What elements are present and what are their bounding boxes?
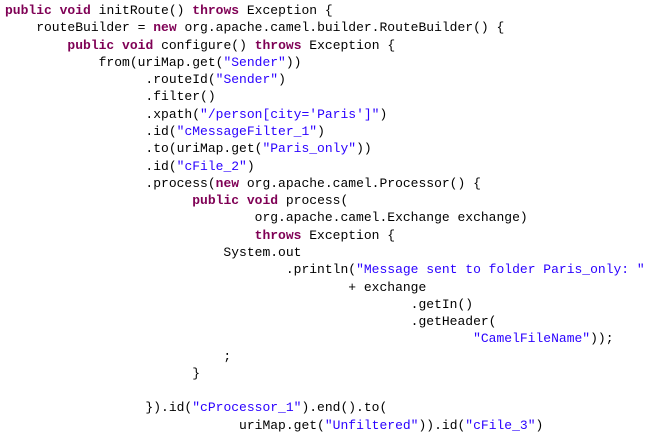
code-line: public void configure() throws Exception… [5, 37, 665, 54]
token-plain [52, 3, 60, 18]
token-string: "cFile_2" [176, 158, 247, 174]
code-line: throws Exception { [5, 227, 665, 244]
code-line: .to(uriMap.get("Paris_only")) [5, 140, 665, 157]
token-plain: Exception { [239, 3, 333, 18]
token-plain: initRoute() [90, 3, 193, 18]
code-line [5, 382, 665, 399]
token-plain: routeBuilder = [5, 20, 154, 36]
token-plain: .id( [5, 123, 177, 139]
code-line: System.out [5, 244, 665, 261]
token-string: "cFile_3" [465, 417, 536, 433]
code-line: } [5, 365, 665, 382]
token-plain: process( [278, 193, 349, 209]
token-plain: ) [317, 123, 325, 139]
token-plain: configure() [153, 37, 255, 53]
token-keyword: throws [192, 3, 240, 18]
token-string: "/person[city='Paris']" [200, 106, 380, 122]
code-line: + exchange [5, 279, 665, 296]
token-plain: org.apache.camel.Processor() { [239, 175, 481, 191]
code-line: .getHeader( [5, 313, 665, 330]
code-line: .id("cFile_2") [5, 158, 665, 175]
token-keyword: new [215, 175, 240, 191]
token-string: "cProcessor_1" [192, 400, 302, 416]
token-plain: Exception { [301, 37, 396, 53]
token-string: "Sender" [223, 54, 286, 70]
token-plain: .id( [5, 158, 177, 174]
token-keyword: throws [254, 37, 302, 53]
token-keyword: public [67, 37, 115, 53]
code-line: "CamelFileName")); [5, 330, 665, 347]
token-string: "cMessageFilter_1" [176, 123, 318, 139]
token-keyword: throws [254, 227, 302, 243]
token-string: "Sender" [215, 72, 279, 88]
token-plain: ) [278, 72, 286, 88]
token-keyword: public [5, 3, 52, 18]
token-plain: )) [285, 54, 302, 70]
token-plain [5, 331, 473, 346]
code-line: public void initRoute() throws Exception… [5, 2, 665, 19]
token-string: "Message sent to folder Paris_only: " [356, 262, 645, 278]
code-line: }).id("cProcessor_1").end().to( [5, 399, 665, 416]
code-line: org.apache.camel.Exchange exchange) [5, 209, 665, 226]
token-plain: )) [356, 141, 372, 157]
token-plain: .getIn() [5, 296, 474, 312]
code-line: routeBuilder = new org.apache.camel.buil… [5, 19, 665, 36]
token-plain: Exception { [301, 227, 396, 243]
token-keyword: new [153, 20, 177, 36]
token-plain [5, 228, 255, 243]
token-plain: uriMap.get( [5, 417, 325, 433]
token-plain: ).end().to( [301, 400, 388, 416]
code-line: .routeId("Sender") [5, 71, 665, 88]
code-line: .getIn() [5, 296, 665, 313]
code-line: .process(new org.apache.camel.Processor(… [5, 175, 665, 192]
code-line: .id("cMessageFilter_1") [5, 123, 665, 140]
token-plain: .to(uriMap.get( [5, 141, 263, 157]
token-string: "CamelFileName" [473, 331, 591, 347]
token-keyword: public [192, 193, 240, 209]
token-plain: ; [5, 348, 232, 364]
token-plain: ) [246, 158, 255, 174]
token-plain [239, 193, 247, 208]
token-plain [114, 38, 122, 53]
token-plain: ) [535, 417, 544, 433]
token-keyword: void [246, 193, 279, 209]
token-plain: .xpath( [5, 106, 201, 122]
token-plain: .routeId( [5, 72, 216, 88]
token-plain: org.apache.camel.builder.RouteBuilder() … [176, 20, 505, 36]
token-plain: )).id( [418, 417, 466, 433]
code-line: uriMap.get("Unfiltered")).id("cFile_3") [5, 417, 665, 434]
token-plain: .println( [5, 262, 357, 278]
token-plain: org.apache.camel.Exchange exchange) [5, 210, 528, 226]
code-line: .filter() [5, 88, 665, 105]
token-plain: }).id( [5, 400, 193, 416]
token-plain: )); [590, 331, 614, 347]
code-line: ; [5, 348, 665, 365]
code-line: public void process( [5, 192, 665, 209]
token-plain: ) [379, 106, 388, 122]
token-plain: System.out [5, 244, 302, 260]
token-keyword: void [59, 3, 91, 18]
token-plain [5, 38, 67, 53]
token-string: "Paris_only" [262, 141, 357, 157]
code-line: from(uriMap.get("Sender")) [5, 54, 665, 71]
token-string: "Unfiltered" [324, 417, 419, 433]
token-plain: .getHeader( [5, 314, 497, 330]
token-plain: from(uriMap.get( [5, 54, 224, 70]
token-plain: } [5, 365, 201, 381]
token-plain: .filter() [5, 89, 216, 105]
token-plain [5, 193, 192, 208]
token-plain: + exchange [5, 279, 427, 295]
code-line: .println("Message sent to folder Paris_o… [5, 261, 665, 278]
code-line: .xpath("/person[city='Paris']") [5, 106, 665, 123]
token-keyword: void [122, 37, 154, 53]
token-plain: .process( [5, 175, 216, 191]
